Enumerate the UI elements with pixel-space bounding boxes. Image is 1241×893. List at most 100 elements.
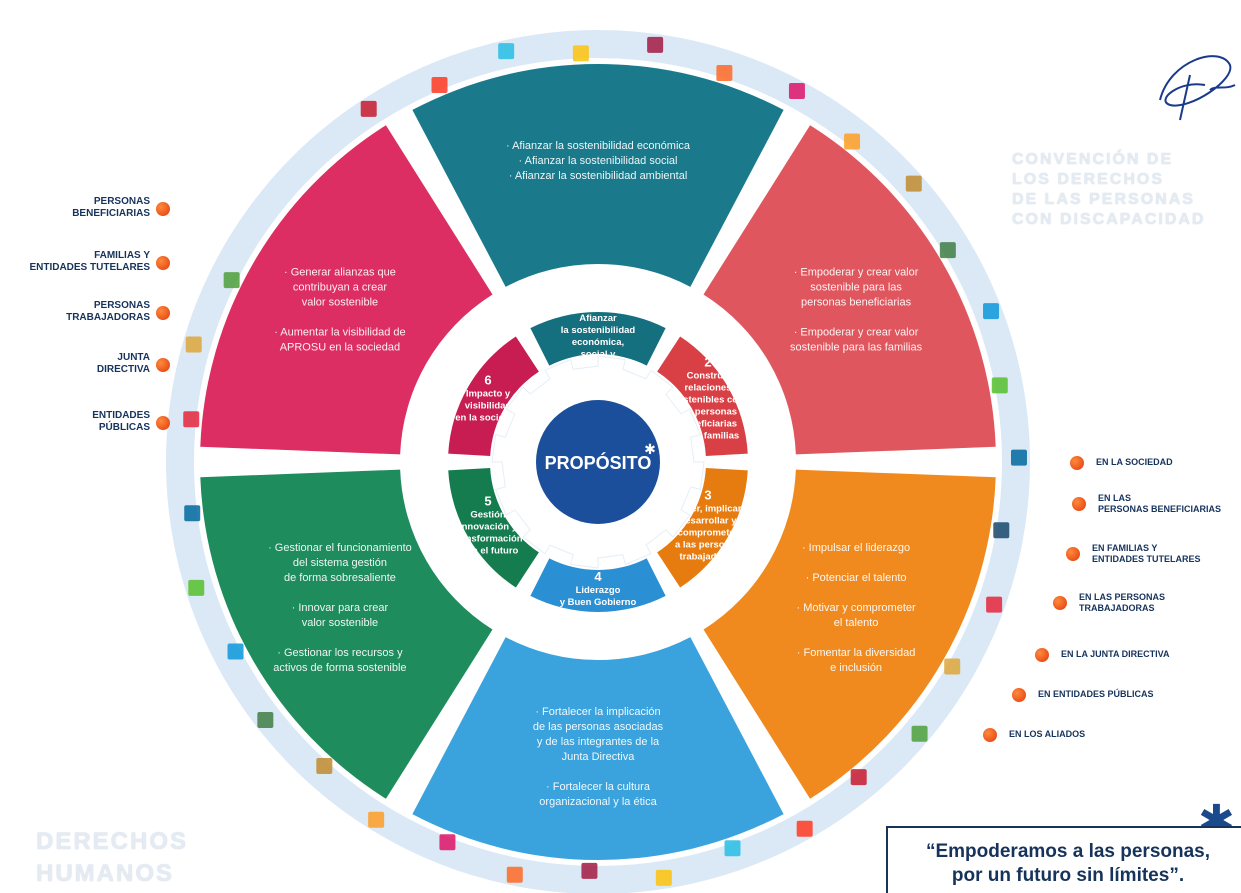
objective-line: · Afianzar la sostenibilidad ambiental	[509, 170, 688, 182]
segment-title-line: a las personas	[675, 540, 741, 551]
segment-6-outer	[200, 125, 493, 455]
segment-number: 2	[704, 355, 711, 370]
stakeholder-label: EN LAS	[1098, 493, 1132, 503]
segment-3-inner	[657, 468, 748, 588]
segment-number: 4	[594, 569, 602, 584]
sdg-icon	[572, 45, 589, 62]
convention-background-text: CONVENCIÓN DE LOS DERECHOS DE LAS PERSON…	[1012, 150, 1205, 230]
stakeholder-label: EN LAS PERSONAS	[1079, 592, 1166, 602]
stakeholder-label: EN ENTIDADES PÚBLICAS	[1038, 689, 1154, 699]
stakeholder-dot-icon	[1035, 648, 1049, 662]
sdg-icon	[716, 65, 733, 82]
segment-title-line: desarrollar y	[679, 516, 737, 527]
objective-line: personas beneficiarias	[801, 297, 912, 309]
sdg-icon	[844, 133, 861, 150]
quote-line-2: por un futuro sin límites”.	[951, 865, 1185, 886]
segment-title-line: económica,	[572, 337, 624, 348]
right-stakeholder-item: EN ENTIDADES PÚBLICAS	[1038, 689, 1238, 700]
objective-line: e inclusión	[830, 662, 882, 674]
stakeholder-label: ENTIDADES TUTELARES	[1092, 554, 1201, 564]
segment-6-inner	[448, 336, 539, 456]
segment-title-line: innovación y	[459, 522, 518, 533]
segment-number: 6	[484, 373, 491, 388]
sdg-icon	[223, 272, 240, 289]
sdg-icon	[655, 869, 672, 886]
stakeholder-label: JUNTA	[117, 352, 150, 363]
stakeholder-dot-icon	[156, 358, 170, 372]
sdg-icon	[360, 100, 377, 117]
objective-line: de forma sobresaliente	[284, 572, 396, 584]
segment-title-line: en la sociedad	[455, 413, 521, 424]
convention-line: DE LAS PERSONAS	[1012, 191, 1195, 208]
right-stakeholder-item: EN LA SOCIEDAD	[1096, 457, 1241, 468]
sdg-icon	[184, 505, 201, 522]
objective-line: · Potenciar el talento	[806, 572, 907, 584]
right-stakeholder-item: EN LA JUNTA DIRECTIVA	[1061, 649, 1241, 660]
center-circle	[536, 400, 660, 524]
sdg-icon	[647, 36, 664, 53]
quote-line-1: “Empoderamos a las personas,	[925, 841, 1211, 862]
sdg-icon	[257, 712, 274, 729]
sdg-icon	[183, 411, 200, 428]
stakeholder-dot-icon	[1012, 688, 1026, 702]
segment-title-line: para el futuro	[458, 546, 519, 557]
segment-4-outer	[412, 637, 784, 860]
rights-background-text: DERECHOS HUMANOS	[36, 826, 188, 890]
segment-title-line: Impacto y	[466, 389, 511, 400]
segment-number: 5	[484, 494, 491, 509]
sdg-icon	[991, 377, 1008, 394]
segment-2-inner	[657, 336, 748, 456]
signature-icon	[1159, 55, 1236, 121]
rights-line: DERECHOS	[36, 828, 189, 855]
stakeholder-label: TRABAJADORAS	[66, 312, 150, 323]
segment-5-inner	[448, 468, 539, 588]
stakeholder-label: BENEFICIARIAS	[72, 208, 150, 219]
segment-title-line: Afianzar	[579, 313, 617, 324]
sdg-icon	[796, 820, 813, 837]
sdg-icon	[1010, 449, 1027, 466]
segment-title-line: Construir	[687, 371, 730, 382]
segment-1-objectives: · Afianzar la sostenibilidad económica · …	[506, 140, 691, 182]
objective-line: del sistema gestión	[293, 557, 387, 569]
segment-number: 3	[704, 488, 711, 503]
objective-line: · Fomentar la diversidad	[797, 647, 916, 659]
stakeholder-dot-icon	[156, 416, 170, 430]
objective-line: · Afianzar la sostenibilidad económica	[506, 140, 691, 152]
sdg-icon	[439, 834, 456, 851]
objective-line: sostenible para las familias	[790, 342, 923, 354]
segment-title-line: visibilidad	[465, 401, 512, 412]
sdg-icon	[983, 303, 1000, 320]
stakeholder-label: FAMILIAS Y	[94, 250, 150, 261]
center-asterisk-icon: ✱	[644, 442, 656, 458]
sdg-icon	[498, 43, 515, 60]
segment-title-line: las personas	[679, 407, 737, 418]
sdg-icon	[368, 811, 385, 828]
rights-line: HUMANOS	[36, 860, 174, 887]
sdg-icon	[993, 522, 1010, 539]
segment-3-outer	[703, 469, 996, 799]
stakeholder-label: EN LA JUNTA DIRECTIVA	[1061, 649, 1170, 659]
objective-line: · Aumentar la visibilidad de	[274, 327, 405, 339]
objective-line: Junta Directiva	[562, 751, 636, 763]
sdg-icon	[316, 757, 333, 774]
convention-line: LOS DERECHOS	[1012, 171, 1165, 188]
stakeholder-label: PERSONAS	[93, 300, 150, 311]
sdg-icon	[986, 596, 1003, 613]
objective-line: contribuyan a crear	[293, 282, 387, 294]
objective-line: · Generar alianzas que	[284, 267, 396, 279]
sdg-icon	[905, 175, 922, 192]
stakeholder-label: PERSONAS	[93, 196, 150, 207]
objective-line: · Empoderar y crear valor	[794, 327, 919, 339]
right-stakeholder-item: EN LOS ALIADOS	[1009, 729, 1209, 740]
stakeholder-dot-icon	[983, 728, 997, 742]
sdg-icon	[185, 336, 202, 353]
stakeholder-label: ENTIDADES TUTELARES	[29, 262, 150, 273]
sdg-icon	[850, 769, 867, 786]
